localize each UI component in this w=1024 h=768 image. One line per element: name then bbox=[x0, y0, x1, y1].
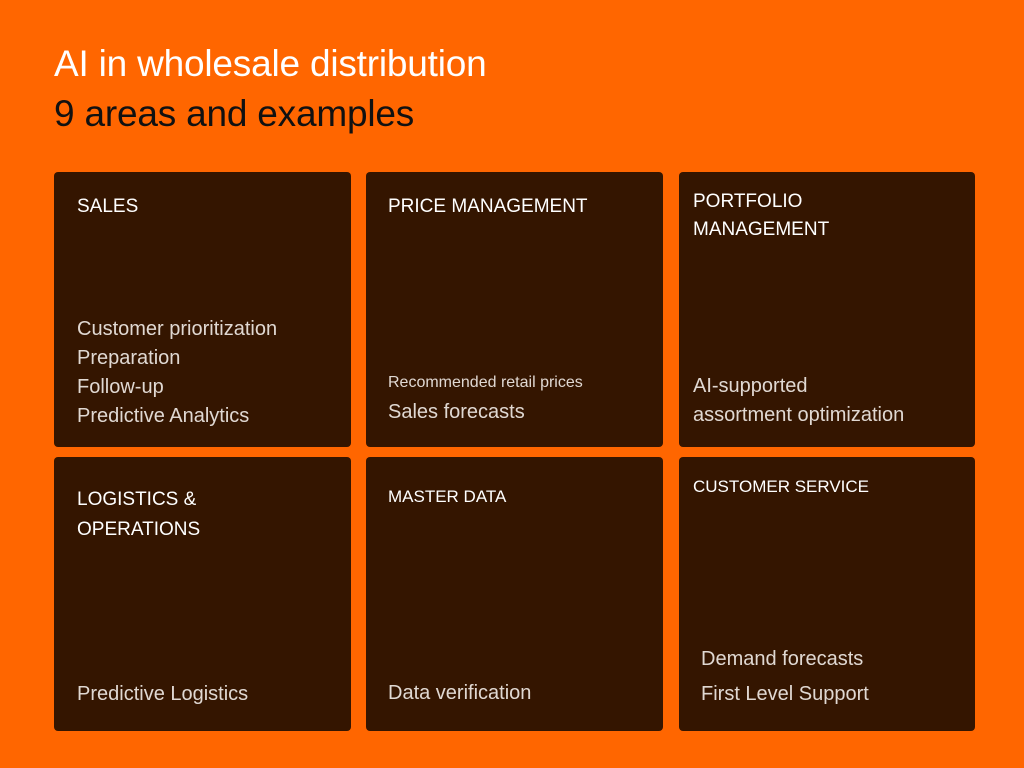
card-items: Demand forecasts First Level Support bbox=[701, 642, 869, 712]
card-items: Predictive Logistics bbox=[77, 679, 248, 709]
list-item: assortment optimization bbox=[693, 404, 905, 426]
card-master-data: MASTER DATA Data verification bbox=[366, 457, 663, 731]
card-title: CUSTOMER SERVICE bbox=[693, 477, 870, 496]
list-item: Recommended retail prices bbox=[388, 374, 583, 391]
list-item: Sales forecasts bbox=[388, 401, 525, 423]
card-title: LOGISTICS & OPERATIONS bbox=[77, 489, 201, 540]
list-item: Follow-up bbox=[77, 376, 164, 398]
card-customer-service: CUSTOMER SERVICE Demand forecasts First … bbox=[679, 457, 975, 731]
page-title: AI in wholesale distribution bbox=[54, 43, 487, 84]
card-portfolio-management: PORTFOLIO MANAGEMENT AI-supported assort… bbox=[679, 172, 975, 447]
card-items: AI-supported assortment optimization bbox=[693, 372, 904, 430]
card-items: Customer prioritization Preparation Foll… bbox=[77, 315, 277, 431]
page-subtitle: 9 areas and examples bbox=[54, 93, 415, 134]
card-title: PRICE MANAGEMENT bbox=[388, 196, 588, 217]
list-item: Predictive Logistics bbox=[77, 683, 249, 705]
card-title: SALES bbox=[77, 196, 139, 217]
card-price-management: PRICE MANAGEMENT Recommended retail pric… bbox=[366, 172, 663, 447]
card-items: Data verification bbox=[388, 678, 531, 708]
list-item: Predictive Analytics bbox=[77, 405, 250, 427]
list-item: Customer prioritization bbox=[77, 318, 278, 340]
list-item: Demand forecasts bbox=[701, 648, 864, 670]
list-item: Data verification bbox=[388, 682, 532, 704]
card-items: Recommended retail prices Sales forecast… bbox=[388, 370, 583, 429]
card-title: PORTFOLIO MANAGEMENT bbox=[693, 191, 830, 240]
card-title: MASTER DATA bbox=[388, 487, 507, 506]
card-logistics-operations: LOGISTICS & OPERATIONS Predictive Logist… bbox=[54, 457, 351, 731]
list-item: First Level Support bbox=[701, 683, 869, 705]
list-item: Preparation bbox=[77, 347, 181, 369]
card-sales: SALES Customer prioritization Preparatio… bbox=[54, 172, 351, 447]
list-item: AI-supported bbox=[693, 375, 808, 397]
